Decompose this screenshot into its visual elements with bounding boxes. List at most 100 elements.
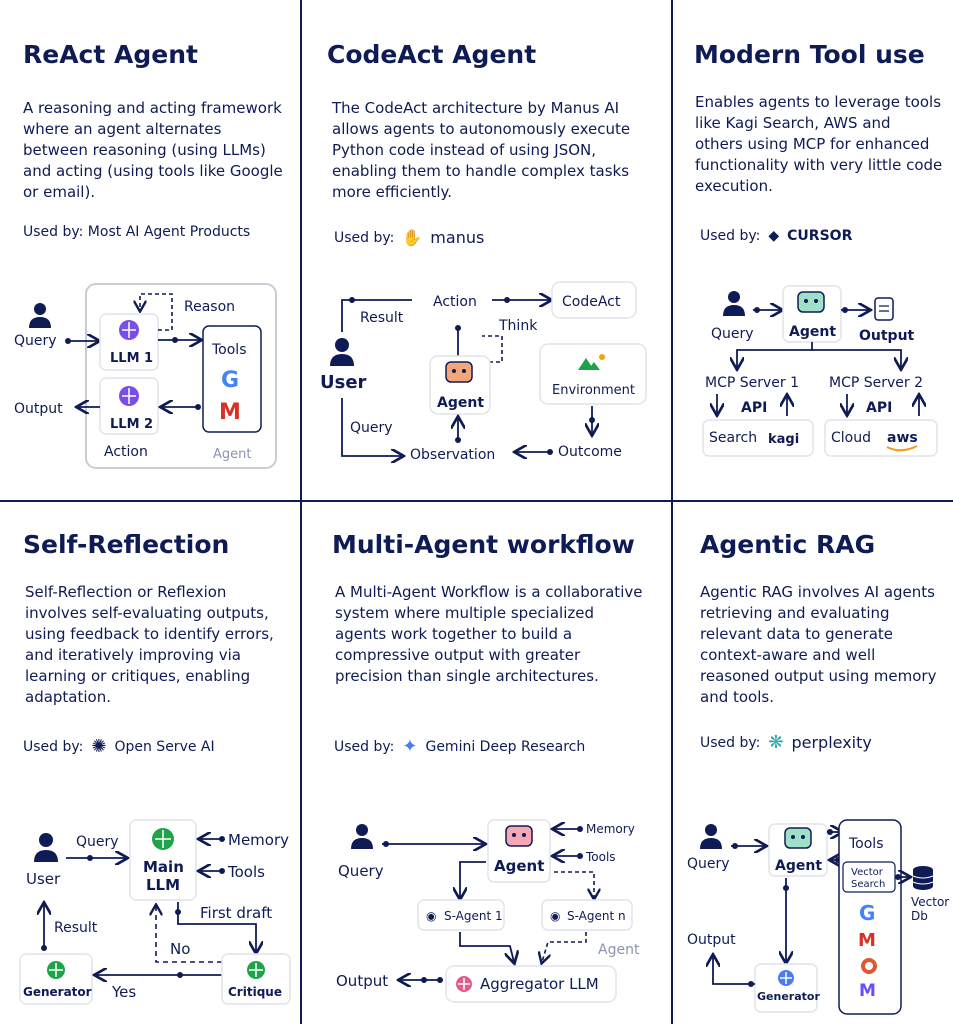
brand-name: perplexity <box>791 733 872 752</box>
panel-desc-codeact: The CodeAct architecture by Manus AI all… <box>332 99 631 201</box>
aws-logo-icon: aws <box>887 430 918 446</box>
panel-title-agentic-rag: Agentic RAG <box>700 530 876 559</box>
critique-label: Critique <box>228 985 282 999</box>
aggregator-label: Aggregator LLM <box>480 975 599 993</box>
aggregator-box <box>445 965 617 1003</box>
multi-agent-diagram: Query Agent Memory Tools ◉ S-Agent 1 ◉ S… <box>336 819 640 1003</box>
tools-label: Tools <box>211 342 247 358</box>
cloud-box <box>824 419 938 457</box>
aws-smile-icon <box>886 445 918 452</box>
query-label: Query <box>350 420 393 436</box>
action-label: Action <box>104 444 148 460</box>
eye-icon: ◉ <box>550 909 560 923</box>
agent-box <box>768 823 828 877</box>
user-icon <box>700 824 722 849</box>
s-agent-n-box <box>541 899 633 931</box>
codeact-diagram: Action CodeAct Result User Query Observa… <box>320 281 647 490</box>
query-label: Query <box>711 326 754 342</box>
gemini-logo-icon: ✦ <box>402 736 418 757</box>
perplexity-logo-icon: ❋ <box>768 732 784 753</box>
agent-box <box>487 819 551 883</box>
panel-desc-multi-agent: A Multi-Agent Workflow is a collaborativ… <box>335 583 643 685</box>
robot-icon <box>784 827 812 849</box>
memory-label: Memory <box>586 822 635 836</box>
gmail-icon: M <box>219 400 241 425</box>
react-diagram: Query LLM 1 Reason Tools G M LLM 2 Outpu… <box>14 283 277 469</box>
action-label: Action <box>433 294 477 310</box>
tools-box <box>202 325 262 433</box>
eye-icon: ◉ <box>426 909 436 923</box>
brain-icon <box>247 961 265 979</box>
mountain-icon <box>578 354 605 370</box>
query-label: Query <box>76 834 119 850</box>
brain-icon <box>152 828 174 850</box>
vector-db-label-1: Vector <box>911 895 949 909</box>
agent-box <box>429 355 491 415</box>
used-by-react: Used by: Most AI Agent Products <box>23 224 250 240</box>
brand-name: Open Serve AI <box>114 738 215 755</box>
brand-name: Gemini Deep Research <box>425 738 586 755</box>
agent-label: Agent <box>775 858 822 874</box>
environment-box <box>539 343 647 405</box>
cursor-logo-icon: ◆ <box>768 228 780 244</box>
kagi-logo-icon: kagi <box>768 432 799 447</box>
brain-icon <box>119 386 139 406</box>
brand-name: CURSOR <box>787 228 853 244</box>
no-label: No <box>170 940 190 958</box>
agent-caption-label: Agent <box>598 942 640 958</box>
used-by-label: Used by: <box>334 738 395 755</box>
memory-label: Memory <box>228 831 289 849</box>
llm2-label: LLM 2 <box>110 417 153 432</box>
used-by-label: Used by: <box>700 228 761 244</box>
used-by-label: Used by: <box>23 738 84 755</box>
panel-desc-modern-tool: Enables agents to leverage tools like Ka… <box>695 93 943 195</box>
search-box <box>702 419 814 457</box>
llm1-label: LLM 1 <box>110 351 153 366</box>
user-label: User <box>320 372 367 393</box>
main-llm-box <box>129 819 197 901</box>
tools-label: Tools <box>227 863 265 881</box>
brain-icon <box>456 976 472 992</box>
main-llm-label-2: LLM <box>146 876 180 894</box>
output-label: Output <box>859 328 915 344</box>
vector-db-label-2: Db <box>911 909 928 923</box>
output-label: Output <box>336 972 388 990</box>
proton-mail-icon: M <box>859 981 876 1001</box>
brand-name: manus <box>430 228 485 247</box>
used-by-modern-tool: Used by: ◆ CURSOR <box>700 228 852 244</box>
query-label: Query <box>687 856 730 872</box>
s-agent-1-box <box>417 899 505 931</box>
used-by-label: Used by: <box>700 734 761 751</box>
used-by-multi-agent: Used by: ✦ Gemini Deep Research <box>334 736 585 757</box>
yes-label: Yes <box>111 983 136 1001</box>
cloud-label: Cloud <box>831 430 871 446</box>
output-label: Output <box>687 932 736 948</box>
user-icon <box>351 824 373 849</box>
panel-desc-self-reflection: Self-Reflection or Reflexion involves se… <box>25 583 274 706</box>
main-llm-label-1: Main <box>143 858 184 876</box>
used-by-self-reflection: Used by: ✺ Open Serve AI <box>23 736 215 757</box>
robot-icon <box>505 825 533 847</box>
robot-icon <box>445 361 473 383</box>
agent-label: Agent <box>213 447 251 462</box>
think-label: Think <box>498 318 538 334</box>
generator-label: Generator <box>757 990 820 1003</box>
robot-icon <box>797 291 825 313</box>
first-draft-label: First draft <box>200 904 272 922</box>
query-label: Query <box>338 862 384 880</box>
environment-label: Environment <box>552 383 635 398</box>
mcp-server-1-label: MCP Server 1 <box>705 375 799 391</box>
vertical-divider-right <box>671 0 673 1024</box>
mcp-server-2-label: MCP Server 2 <box>829 375 923 391</box>
self-reflection-diagram: User Query Main LLM Memory Tools First d… <box>19 819 291 1005</box>
search-label: Search <box>709 430 757 446</box>
google-icon: G <box>859 901 875 925</box>
panel-desc-agentic-rag: Agentic RAG involves AI agents retrievin… <box>700 583 937 706</box>
agent-container <box>85 283 277 469</box>
generator-box <box>754 963 818 1013</box>
gmail-icon: M <box>858 930 876 951</box>
google-icon: G <box>221 368 239 393</box>
reason-label: Reason <box>184 299 235 315</box>
panel-desc-react: A reasoning and acting framework where a… <box>23 99 283 201</box>
panel-title-codeact: CodeAct Agent <box>327 40 537 69</box>
